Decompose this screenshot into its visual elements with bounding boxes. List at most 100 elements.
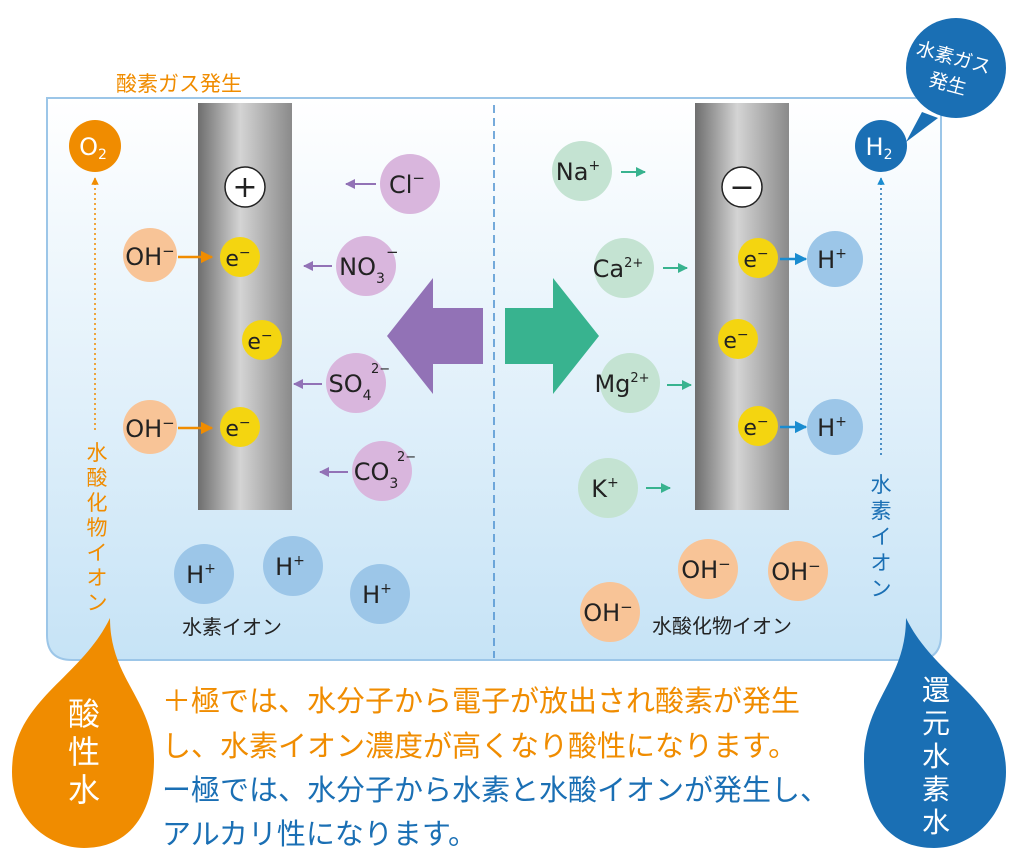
acidic-water-label-char: 性 <box>68 733 100 771</box>
cathode-electron: e− <box>718 319 758 359</box>
svg-text:OH−: OH− <box>771 557 821 586</box>
acidic-water-label-char: 酸 <box>68 695 100 733</box>
sodium-ion: Na+ <box>552 141 612 201</box>
svg-text:Mg2+: Mg2+ <box>594 370 649 398</box>
potassium-ion: K+ <box>578 458 638 518</box>
svg-text:H+: H+ <box>275 553 305 581</box>
anode-vertical-label-char: オ <box>87 566 108 590</box>
svg-text:OH−: OH− <box>125 414 175 443</box>
anode-hydrogen-ion-label: 水素イオン <box>182 615 282 639</box>
acidic-water-label: 酸性水 <box>68 695 100 809</box>
calcium-ion: Ca2+ <box>593 238 654 298</box>
cation-migration-arrow <box>505 278 599 394</box>
anode-electrode <box>198 103 292 510</box>
anode-hydrogen-ion: H+ <box>350 564 410 624</box>
minus-polarity-icon: − <box>721 166 763 208</box>
svg-text:K+: K+ <box>591 475 618 503</box>
svg-text:CO3: CO3 <box>354 458 399 492</box>
svg-text:H+: H+ <box>817 246 847 274</box>
svg-text:e−: e− <box>247 328 272 355</box>
description-line-1: ＋極では、水分子から電子が放出され酸素が発生 <box>162 684 800 718</box>
hydroxide-charge: − <box>162 414 175 432</box>
svg-text:H2: H2 <box>866 133 893 163</box>
plus-polarity-icon: + <box>224 166 266 208</box>
cathode-vertical-label-char: 水 <box>871 473 892 497</box>
anode-hydroxide-ion: OH− <box>123 228 177 282</box>
svg-text:Na+: Na+ <box>556 158 600 186</box>
acidic-water-drop <box>12 618 154 848</box>
anode-vertical-label-char: 物 <box>87 516 108 540</box>
description-line-4: アルカリ性になります。 <box>162 817 477 851</box>
anode-electron: e− <box>242 320 282 360</box>
svg-text:OH−: OH− <box>125 242 175 271</box>
oxygen-molecule: O2 <box>69 120 121 172</box>
svg-text:O2: O2 <box>79 133 107 163</box>
svg-text:OH−: OH− <box>583 598 633 627</box>
cathode-electron: e− <box>738 406 778 446</box>
svg-text:H+: H+ <box>362 581 392 609</box>
cathode-vertical-label: 水素イオン <box>871 473 892 601</box>
hydrogen-molecule: H2 <box>855 120 907 172</box>
hydroxide-charge: − <box>162 242 175 260</box>
plus-polarity-sign: + <box>232 170 257 205</box>
hydrogen-gas-bubble: 水素ガス 発生 <box>906 18 1006 142</box>
oxygen-symbol: O <box>79 133 98 161</box>
cathode-hydroxide-ion: OH− <box>678 539 738 599</box>
svg-text:2−: 2− <box>397 450 416 465</box>
svg-text:e−: e− <box>743 246 768 273</box>
cathode-vertical-label-char: オ <box>871 551 892 575</box>
cathode-electron: e− <box>738 238 778 278</box>
cathode-vertical-label-char: 素 <box>871 499 892 523</box>
reduced-hydrogen-water-drop <box>864 618 1006 848</box>
svg-text:OH−: OH− <box>681 555 731 584</box>
anode-hydrogen-ion: H+ <box>263 536 323 596</box>
cathode-hydroxide-ion: OH− <box>580 582 640 642</box>
svg-text:H+: H+ <box>186 561 216 589</box>
cathode-hydroxide-ion: OH− <box>768 541 828 601</box>
nitrate-ion: NO3 − <box>336 236 399 296</box>
reduced-hydrogen-water-label-char: 水 <box>922 740 950 773</box>
anode-vertical-label-char: 化 <box>87 491 108 515</box>
svg-text:e−: e− <box>225 415 250 442</box>
cathode-vertical-label-char: ン <box>871 577 892 601</box>
anion-migration-arrow <box>387 278 483 394</box>
hydrogen-symbol: H <box>866 133 884 161</box>
svg-text:Cl−: Cl− <box>389 169 425 199</box>
hydroxide-symbol: OH <box>125 243 162 271</box>
anode-vertical-label: 水酸化物イオン <box>87 441 108 615</box>
svg-text:e−: e− <box>225 245 250 272</box>
description-line-3: ー極では、水分子から水素と水酸イオンが発生し、 <box>162 773 829 807</box>
svg-text:H+: H+ <box>817 414 847 442</box>
carbonate-ion: CO3 2− <box>352 441 416 501</box>
anode-vertical-label-char: 酸 <box>87 466 108 490</box>
reduced-hydrogen-water-label-char: 元 <box>922 707 950 740</box>
reduced-hydrogen-water-label-char: 還 <box>922 674 950 707</box>
hydroxide-symbol: OH <box>125 415 162 443</box>
anode-hydrogen-ion: H+ <box>174 544 234 604</box>
cathode-vertical-label-char: イ <box>871 525 892 549</box>
svg-text:SO4: SO4 <box>328 370 371 404</box>
hydrogen-subscript: 2 <box>884 147 893 163</box>
anode-vertical-label-char: イ <box>87 541 108 565</box>
svg-text:e−: e− <box>723 327 748 354</box>
svg-text:e−: e− <box>743 414 768 441</box>
reduced-hydrogen-water-label-char: 素 <box>922 773 950 806</box>
cathode-electrode <box>695 103 789 510</box>
minus-polarity-sign: − <box>729 170 754 205</box>
magnesium-ion: Mg2+ <box>594 353 660 413</box>
anode-hydroxide-ion: OH− <box>123 400 177 454</box>
sulfate-ion: SO4 2− <box>326 353 390 413</box>
svg-text:Ca2+: Ca2+ <box>593 255 644 283</box>
anode-vertical-label-char: ン <box>87 591 108 615</box>
chloride-ion: Cl− <box>380 154 440 214</box>
svg-text:NO3: NO3 <box>339 253 385 287</box>
svg-text:−: − <box>386 243 399 261</box>
description-line-2: し、水素イオン濃度が高くなり酸性になります。 <box>162 729 797 763</box>
anode-electron: e− <box>220 237 260 277</box>
anode-vertical-label-char: 水 <box>87 441 108 465</box>
acidic-water-label-char: 水 <box>68 771 100 809</box>
anode-electron: e− <box>220 407 260 447</box>
oxygen-gas-label: 酸素ガス発生 <box>116 72 242 96</box>
